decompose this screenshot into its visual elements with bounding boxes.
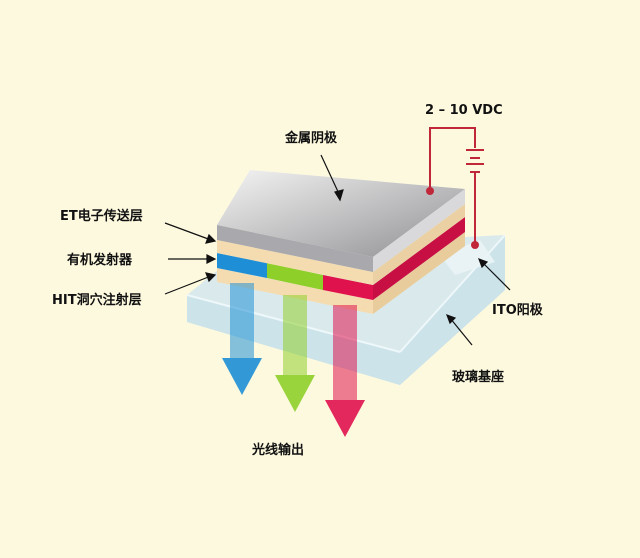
cathode-terminal: [426, 187, 434, 195]
anode-terminal: [471, 241, 479, 249]
et-layer: [217, 204, 465, 285]
emitter-layer: [217, 217, 465, 300]
label-cathode: 金属阴极: [284, 130, 338, 146]
light-arrow-red: [325, 305, 365, 437]
label-emitter: 有机发射器: [67, 252, 133, 268]
light-arrow-green: [275, 295, 315, 412]
light-arrow-blue: [222, 283, 262, 395]
label-hit-layer: HIT洞穴注射层: [52, 292, 142, 308]
label-ito-anode: ITO阳极: [492, 302, 544, 318]
label-light-output: 光线输出: [251, 442, 304, 458]
power-circuit: [429, 127, 484, 243]
label-et-layer: ET电子传送层: [60, 208, 143, 224]
metal-cathode: [217, 170, 465, 272]
pointer-arrows: [164, 154, 511, 346]
hit-layer: [217, 232, 465, 314]
label-voltage: 2 – 10 VDC: [425, 103, 503, 118]
label-glass: 玻璃基座: [452, 369, 504, 385]
